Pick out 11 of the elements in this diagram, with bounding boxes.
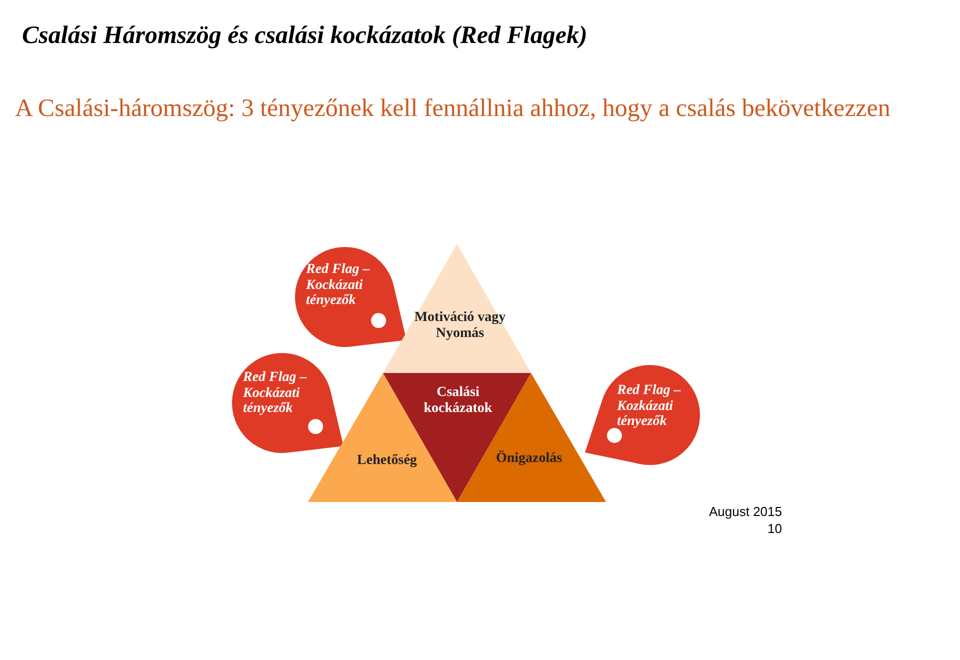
callout-text: Red Flag – Kockázati tényezők	[306, 262, 371, 308]
segment-label: Csalási kockázatok	[422, 385, 494, 417]
segment-label: Motiváció vagy Nyomás	[413, 310, 507, 342]
date-text: August 2015	[708, 503, 782, 520]
slide-title: Csalási Háromszög és csalási kockázatok (Red Flagek)	[22, 22, 588, 50]
page-number: 10	[766, 520, 782, 537]
callout-text: Red Flag – Kozkázati tényezők	[616, 383, 682, 430]
callout-text: Red Flag – Kockázati tényezők	[243, 370, 308, 416]
segment-label: Lehetőség	[356, 453, 418, 469]
segment-label: Önigazolás	[494, 451, 564, 467]
slide-subtitle: A Csalási-háromszög: 3 tényezőnek kell fennállnia ahhoz, hogy a csalás bekövetkezzen	[15, 94, 892, 124]
